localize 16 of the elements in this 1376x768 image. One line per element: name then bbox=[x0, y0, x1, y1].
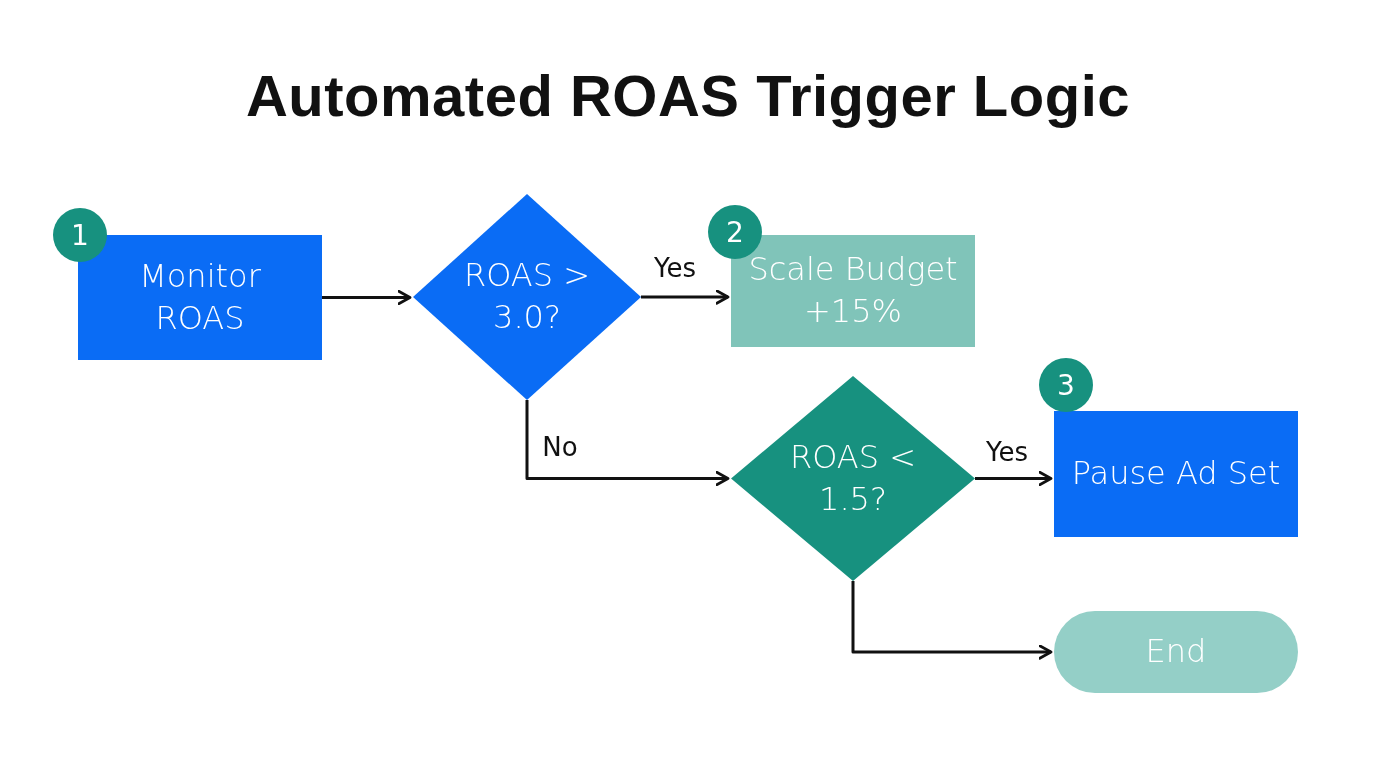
arrow bbox=[975, 470, 1053, 487]
step-number-badge: 3 bbox=[1039, 358, 1093, 412]
arrow bbox=[322, 289, 412, 306]
node-label: End bbox=[1145, 631, 1207, 673]
node-label: Monitor ROAS bbox=[138, 255, 262, 339]
node-label: ROAS < 1.5? bbox=[788, 436, 917, 520]
step-number-badge: 1 bbox=[53, 208, 107, 262]
decision-diamond bbox=[413, 194, 641, 400]
arrow bbox=[641, 289, 730, 305]
arrow bbox=[525, 400, 730, 487]
node-label: Pause Ad Set bbox=[1071, 453, 1281, 495]
arrow bbox=[851, 581, 1053, 660]
decision-diamond bbox=[731, 376, 975, 581]
process-box bbox=[1054, 411, 1298, 537]
node-label: ROAS > 3.0? bbox=[462, 255, 591, 338]
diagram-title: Automated ROAS Trigger Logic bbox=[244, 62, 1132, 129]
